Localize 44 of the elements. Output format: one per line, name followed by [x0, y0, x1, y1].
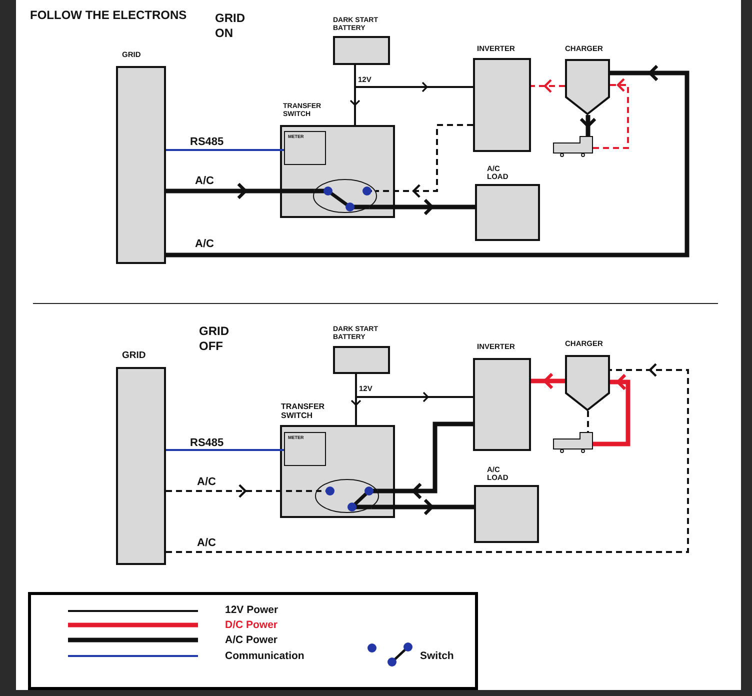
edge-label: A/C: [197, 538, 216, 549]
arrow: [166, 64, 690, 258]
connector-line: [354, 65, 356, 87]
legend-label: A/C Power: [225, 635, 278, 647]
arrow: [166, 182, 314, 200]
arrow: [371, 498, 474, 516]
switch-symbol: [313, 179, 377, 213]
panel-heading: GRID ON: [215, 11, 246, 41]
arrow: [531, 372, 565, 390]
diagram-title: FOLLOW THE ELECTRONS: [30, 8, 187, 22]
edge-label: RS485: [190, 137, 224, 148]
component-label: TRANSFER SWITCH: [281, 403, 326, 420]
arrow: [593, 373, 630, 446]
meter-box: [284, 432, 326, 466]
arrow: [356, 392, 473, 402]
arrow: [350, 87, 360, 125]
arrow: [376, 124, 473, 198]
legend-label: Switch: [420, 651, 454, 663]
connector-line: [355, 374, 357, 397]
arrow: [531, 78, 565, 94]
legend-label: D/C Power: [225, 620, 278, 632]
arrow: [378, 422, 473, 500]
legend-label: 12V Power: [225, 605, 278, 617]
component-label: GRID: [122, 351, 147, 362]
arrow: [355, 82, 473, 92]
truck-icon: [553, 136, 593, 157]
connector-line: [587, 411, 589, 432]
switch-symbol: [315, 479, 379, 513]
edge-label: A/C: [197, 477, 216, 488]
arrow: [369, 198, 475, 216]
arrow: [350, 397, 362, 425]
truck-icon: [553, 432, 593, 453]
legend-label: Communication: [225, 651, 304, 663]
arrow: [166, 484, 316, 498]
arrow: [593, 78, 629, 149]
panel-heading: GRID OFF: [199, 324, 230, 354]
edge-label: A/C: [195, 239, 214, 250]
connector-line: [166, 149, 284, 151]
meter-box: [284, 131, 326, 165]
edge-label: RS485: [190, 438, 224, 449]
edge-label: A/C: [195, 176, 214, 187]
connector-line: [166, 449, 284, 451]
arrow: [579, 115, 597, 136]
arrow: [166, 362, 689, 553]
